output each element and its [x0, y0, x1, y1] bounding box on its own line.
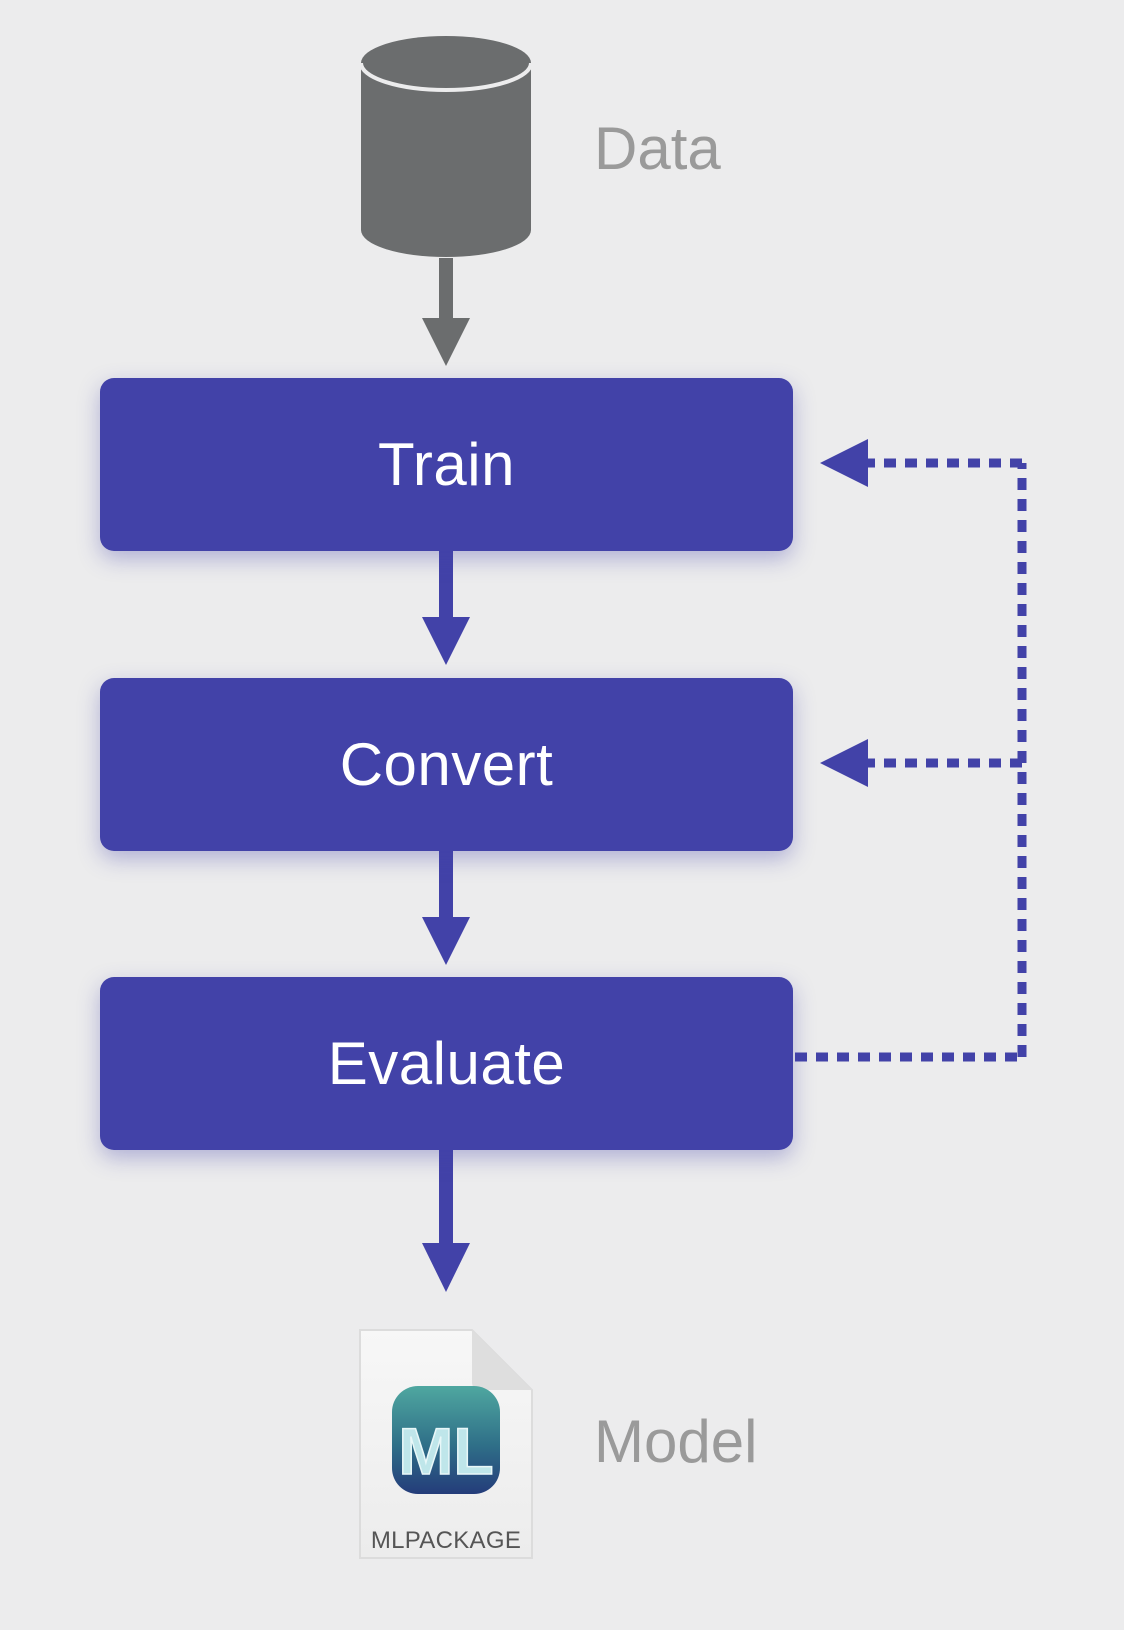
data-to-train-arrowhead — [422, 318, 470, 366]
train-to-convert-arrowhead — [422, 617, 470, 665]
train-step[interactable]: Train — [100, 378, 793, 551]
model-label: Model — [594, 1408, 758, 1475]
ml-logo-text: ML — [398, 1414, 493, 1488]
convert-to-evaluate-arrowhead — [422, 917, 470, 965]
feedback-train-arrowhead — [820, 439, 868, 487]
evaluate-to-model-arrowhead — [422, 1243, 470, 1292]
file-document-icon: ML — [359, 1329, 533, 1559]
database-icon — [359, 36, 533, 257]
data-label: Data — [594, 115, 721, 182]
convert-step[interactable]: Convert — [100, 678, 793, 851]
mlpackage-icon: ML MLPACKAGE — [356, 1326, 536, 1562]
feedback-convert-arrowhead — [820, 739, 868, 787]
ml-app-icon — [392, 1386, 500, 1494]
evaluate-step[interactable]: Evaluate — [100, 977, 793, 1150]
package-type-label: MLPACKAGE — [370, 1527, 522, 1554]
